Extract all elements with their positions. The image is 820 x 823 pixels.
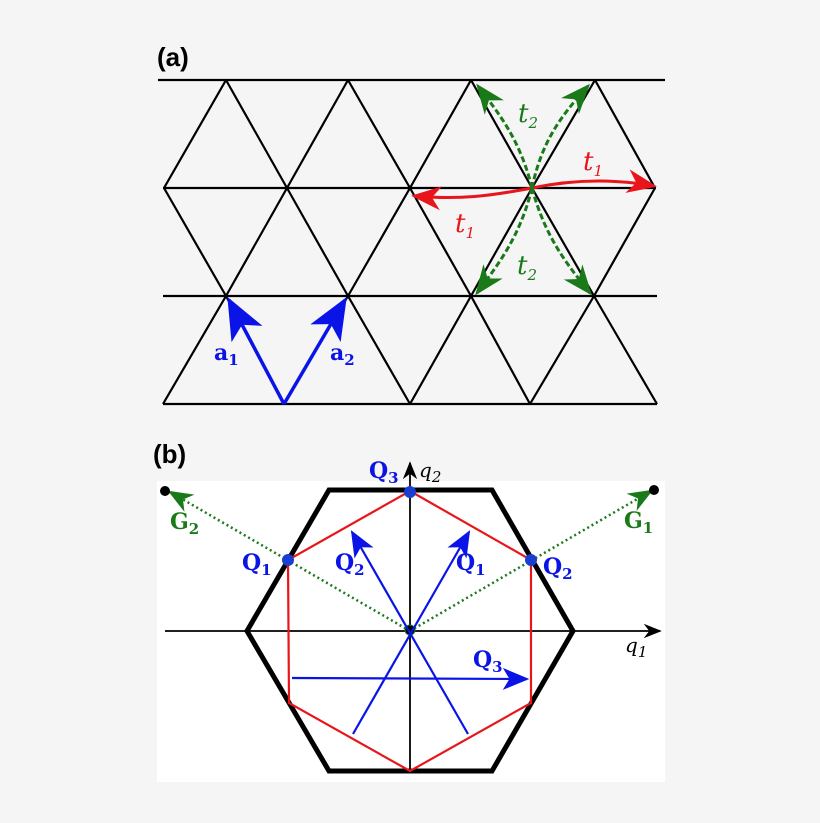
Q3-point [404, 486, 416, 498]
panel-a: (a) t2 t1 t1 t2 a1 a2 [157, 42, 665, 406]
lattice-edge [163, 79, 227, 189]
t1-label-right: t1 [583, 147, 603, 180]
Q2-point-label: Q2 [543, 554, 573, 583]
brillouin-zone-hexagon [244, 487, 576, 774]
t1-hopping-arrows [411, 169, 657, 211]
lattice-edge [225, 79, 288, 189]
a1-label: a1 [214, 340, 239, 369]
G2-arrow [167, 490, 411, 633]
lattice-edge [162, 295, 227, 405]
lattice-edge [531, 187, 595, 297]
G1-point [649, 485, 659, 495]
G2-point [160, 486, 170, 496]
lattice-edge [409, 79, 472, 189]
lattice-edge [286, 79, 349, 189]
panel-b: (b) q1 q2 G2 G1 Q1 Q2 Q3 Q1 Q [153, 439, 665, 782]
Q-vectors: Q1 Q2 Q3 Q1 Q2 Q3 [242, 458, 573, 735]
t2-label-bottom: t2 [517, 251, 537, 284]
lattice-edge [409, 187, 472, 297]
t2-arrow-up-right [530, 83, 591, 189]
lattice-edge [163, 187, 227, 297]
lattice-edge [286, 187, 349, 297]
Q2-arrow-label: Q2 [335, 550, 365, 579]
lattice-edge [470, 295, 531, 405]
Q2-point [525, 554, 537, 566]
q1-label: q1 [625, 633, 647, 661]
lattice-edge [529, 295, 595, 405]
lattice-edge [225, 187, 288, 297]
t1-arrow-right [531, 169, 657, 193]
t1-arrow-left [411, 186, 533, 211]
lattice-edge [347, 187, 411, 297]
lattice-edge [347, 295, 411, 405]
t2-arrow-down-right [530, 187, 592, 296]
lattice-edge [347, 79, 411, 189]
G2-label: G2 [170, 509, 199, 538]
panel-a-label: (a) [157, 42, 189, 72]
lattice-edge [593, 295, 658, 405]
lattice-edge [594, 79, 656, 189]
G1-arrow [409, 489, 654, 633]
q2-label: q2 [419, 458, 441, 486]
t1-label-left: t1 [455, 209, 475, 242]
t2-hopping-arrows [475, 83, 592, 296]
lattice-edge [593, 187, 656, 297]
Q3-point-label: Q3 [369, 458, 399, 487]
t2-arrow-up-left [476, 83, 534, 189]
G1-label: G1 [624, 508, 653, 537]
lattice-vectors: a1 a2 [214, 296, 355, 405]
Q3-arrow-label: Q3 [473, 647, 503, 676]
lattice-edge [470, 79, 533, 189]
t2-label-top: t2 [518, 99, 538, 132]
G-vectors: G2 G1 [160, 485, 659, 636]
a1-arrow [227, 296, 286, 405]
t2-arrow-down-left [475, 187, 534, 296]
Q1-arrow-label: Q1 [456, 550, 486, 579]
panel-b-label: (b) [153, 439, 186, 469]
Q2-arrow [350, 530, 469, 735]
Q1-point-label: Q1 [242, 550, 272, 579]
a2-label: a2 [330, 340, 355, 369]
Q1-point [282, 554, 294, 566]
lattice-edge [409, 295, 472, 405]
a2-arrow [282, 296, 347, 405]
Q3-arrow [291, 667, 530, 690]
